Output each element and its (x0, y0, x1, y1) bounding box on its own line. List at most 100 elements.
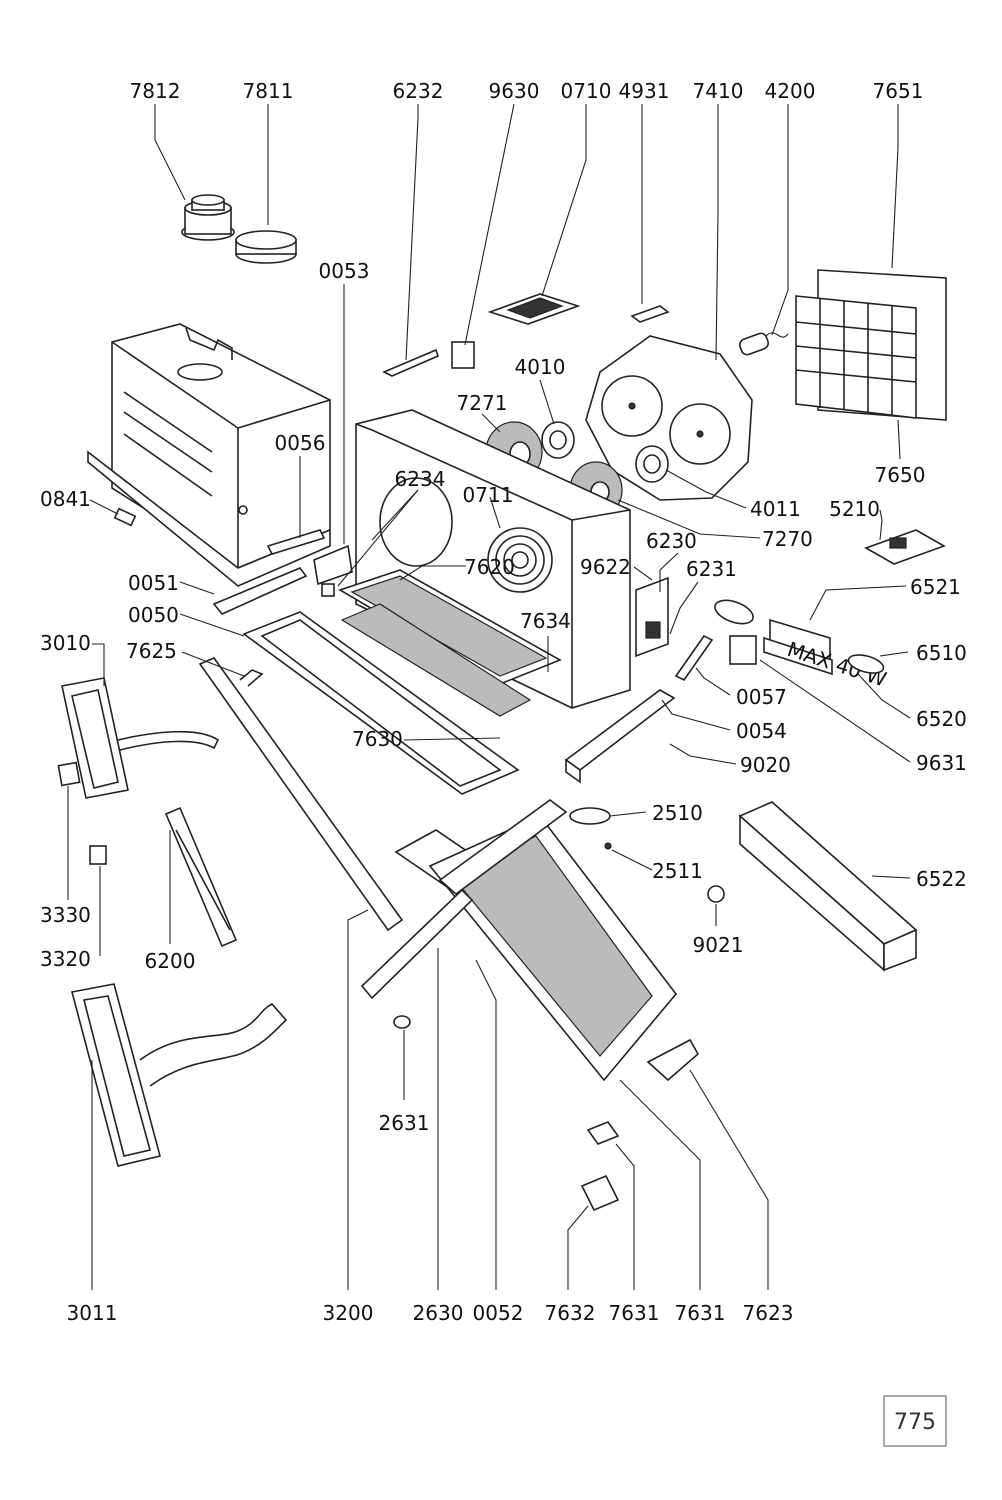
label-3330: 3330 (40, 903, 91, 927)
label-7812: 7812 (130, 79, 181, 103)
label-9021: 9021 (693, 933, 744, 957)
label-7271: 7271 (457, 391, 508, 415)
block-9630 (451, 341, 475, 369)
knob-3330 (57, 761, 81, 787)
clip-7631 (586, 1121, 620, 1145)
label-0057: 0057 (736, 685, 787, 709)
clip-0841 (113, 507, 137, 527)
label-7631-a: 7631 (609, 1301, 660, 1325)
label-6520: 6520 (916, 707, 967, 731)
label-2511: 2511 (652, 859, 703, 883)
label-6231: 6231 (686, 557, 737, 581)
label-0053: 0053 (319, 259, 370, 283)
hood-housing (87, 323, 331, 587)
label-3010: 3010 (40, 631, 91, 655)
channel-0053 (313, 544, 353, 586)
label-9020: 9020 (740, 753, 791, 777)
label-6521: 6521 (910, 575, 961, 599)
strip-3200 (198, 657, 404, 932)
label-7650: 7650 (875, 463, 926, 487)
cover-strip-6522 (738, 801, 918, 972)
bulb-6510a (714, 599, 754, 625)
knob-3320 (89, 845, 107, 865)
switch-block-6230 (635, 576, 669, 658)
label-0710: 0710 (561, 79, 612, 103)
motor-4011 (635, 445, 669, 483)
tray-7630 (242, 603, 532, 795)
clip-7632 (580, 1174, 620, 1212)
strip-0057 (674, 634, 714, 682)
blade-6232 (382, 348, 439, 377)
strip-0056 (266, 529, 326, 555)
label-7625: 7625 (126, 639, 177, 663)
label-9630: 9630 (489, 79, 540, 103)
label-6230: 6230 (646, 529, 697, 553)
label-2631: 2631 (379, 1111, 430, 1135)
lamp-holder-6521: MAX 40 W (763, 618, 890, 692)
label-7631-b: 7631 (675, 1301, 726, 1325)
label-7651: 7651 (873, 79, 924, 103)
label-0711: 0711 (463, 483, 514, 507)
tab-6234 (321, 583, 335, 597)
label-9631: 9631 (916, 751, 967, 775)
label-7410: 7410 (693, 79, 744, 103)
label-6234: 6234 (395, 467, 446, 491)
label-6232: 6232 (393, 79, 444, 103)
slide-rail-2630 (360, 799, 568, 1000)
handle-3011 (71, 983, 288, 1167)
motor-4010 (541, 421, 575, 459)
screw-2511 (604, 842, 612, 850)
label-4200: 4200 (765, 79, 816, 103)
hook-7625 (239, 669, 264, 687)
part-2510 (569, 807, 611, 825)
label-5210: 5210 (829, 497, 880, 521)
leader-lines (67, 103, 911, 1290)
label-0841: 0841 (40, 487, 91, 511)
label-2630: 2630 (413, 1301, 464, 1325)
label-7634: 7634 (520, 609, 571, 633)
label-3200: 3200 (323, 1301, 374, 1325)
label-7632: 7632 (545, 1301, 596, 1325)
socket-9631 (729, 635, 757, 665)
label-9622: 9622 (580, 555, 631, 579)
part-labels: 7812 7811 6232 9630 0710 4931 7410 4200 … (40, 79, 967, 1325)
label-4010: 4010 (515, 355, 566, 379)
label-7630: 7630 (352, 727, 403, 751)
fan-housing-7410 (585, 335, 753, 501)
label-0054: 0054 (736, 719, 787, 743)
label-2510: 2510 (652, 801, 703, 825)
label-0052: 0052 (473, 1301, 524, 1325)
label-0051: 0051 (128, 571, 179, 595)
plate-4931 (630, 305, 670, 323)
label-0050: 0050 (128, 603, 179, 627)
pcb-5210 (864, 529, 946, 565)
label-6200: 6200 (145, 949, 196, 973)
bulb-6510b (847, 654, 885, 674)
label-3320: 3320 (40, 947, 91, 971)
label-6522: 6522 (916, 867, 967, 891)
rail-0054-end (565, 758, 581, 784)
label-0056: 0056 (275, 431, 326, 455)
strip-0051 (212, 567, 308, 615)
nut-9021 (707, 885, 725, 903)
label-7270: 7270 (762, 527, 813, 551)
label-7623: 7623 (743, 1301, 794, 1325)
page-number: 775 (894, 1410, 936, 1435)
label-7620: 7620 (464, 555, 515, 579)
label-3011: 3011 (67, 1301, 118, 1325)
adapter-ring-7811 (235, 230, 297, 264)
duct-collar-7812 (181, 194, 235, 241)
parts-drawing: MAX 40 W (57, 194, 947, 1212)
label-4931: 4931 (619, 79, 670, 103)
label-4011: 4011 (750, 497, 801, 521)
capacitor-4200 (738, 332, 789, 356)
filter-cassette (795, 269, 947, 421)
bushing-2631 (393, 1015, 411, 1029)
label-7811: 7811 (243, 79, 294, 103)
label-6510: 6510 (916, 641, 967, 665)
cover-0710 (487, 293, 581, 325)
handle-3010 (61, 677, 220, 799)
bracket-7623 (646, 1038, 700, 1082)
bracket-6200 (164, 806, 238, 948)
